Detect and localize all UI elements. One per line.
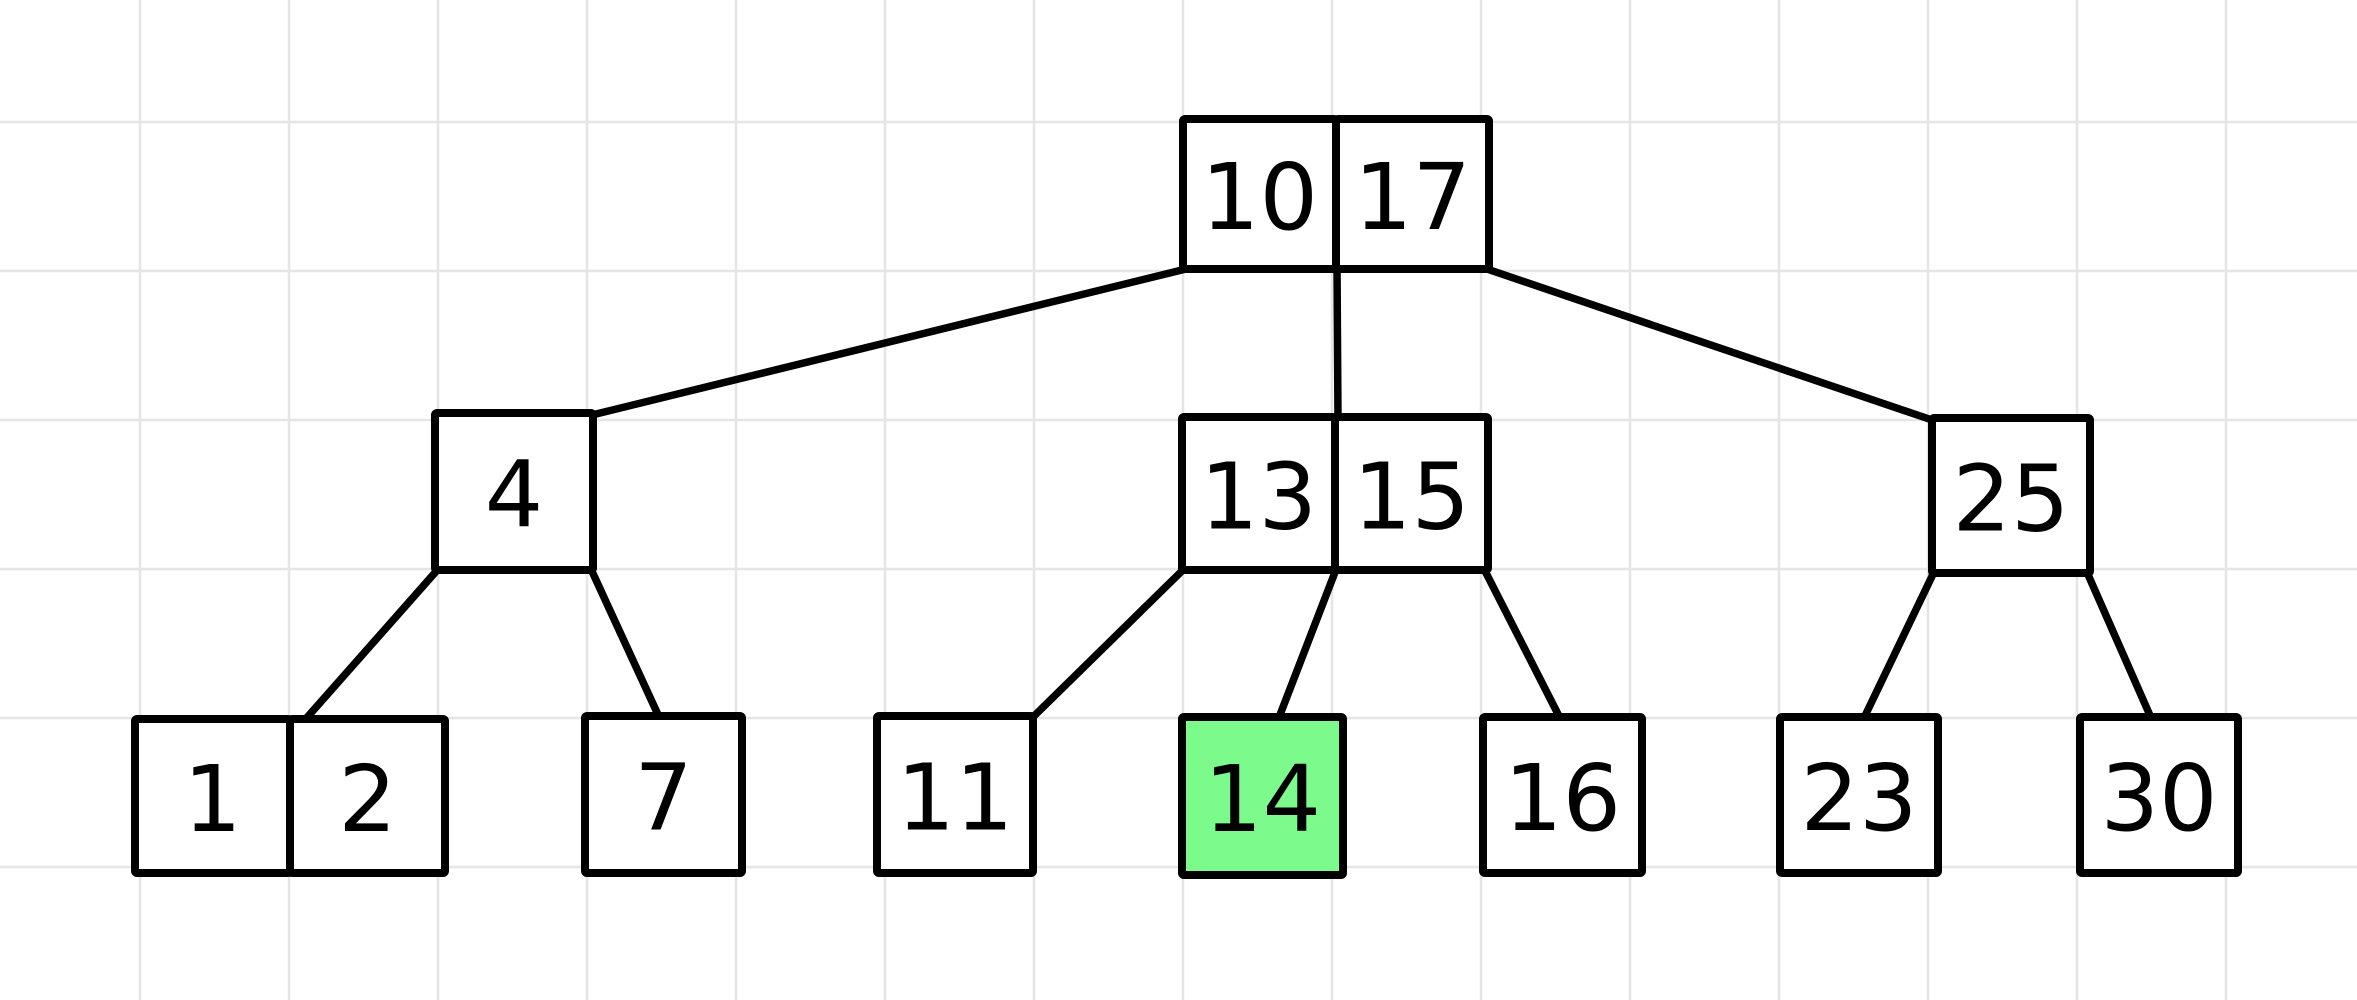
tree-node-cell-leaf-30-0[interactable]	[2076, 713, 2242, 877]
tree-node-cell-root-1[interactable]	[1332, 115, 1493, 273]
tree-node-node-4: 4	[431, 409, 597, 574]
tree-node-node-25: 25	[1928, 414, 2094, 577]
tree-edge-3	[299, 563, 444, 726]
tree-node-key: 16	[1504, 745, 1621, 852]
tree-node-leaf-14: 14	[1178, 713, 1347, 879]
tree-node-key: 17	[1354, 144, 1471, 251]
tree-node-cell-leaf-23-0[interactable]	[1776, 713, 1942, 877]
tree-node-leaf-16: 16	[1479, 713, 1646, 877]
tree-node-key: 25	[1952, 446, 2069, 553]
tree-node-key: 13	[1200, 444, 1317, 551]
tree-node-key: 1	[183, 746, 242, 853]
edge-layer	[299, 260, 2156, 726]
tree-edge-6	[1274, 563, 1341, 724]
tree-edge-0	[588, 264, 1194, 419]
tree-node-node-13-15: 13 15	[1178, 413, 1492, 574]
tree-edge-4	[586, 563, 664, 723]
tree-node-key: 14	[1204, 746, 1321, 853]
tree-edge-2	[1480, 264, 1939, 425]
tree-node-key: 10	[1201, 144, 1318, 251]
tree-edge-7	[1479, 563, 1565, 724]
tree-edge-9	[2082, 566, 2156, 724]
tree-edge-1	[1333, 260, 1342, 424]
tree-node-key: 15	[1353, 444, 1470, 551]
tree-node-key: 11	[896, 745, 1013, 852]
tree-node-cell-leaf-1-2-1[interactable]	[286, 715, 449, 877]
tree-node-leaf-23: 23	[1776, 713, 1942, 877]
tree-node-cell-leaf-11-0[interactable]	[873, 712, 1037, 877]
tree-node-leaf-11: 11	[873, 712, 1037, 877]
tree-node-key: 23	[1800, 745, 1917, 852]
tree-node-key: 4	[485, 442, 544, 549]
tree-node-cell-leaf-16-0[interactable]	[1479, 713, 1646, 877]
tree-node-key: 7	[634, 745, 693, 852]
tree-node-leaf-7: 7	[581, 712, 746, 877]
tree-node-cell-node-4-0[interactable]	[431, 409, 597, 574]
tree-node-cell-node-25-0[interactable]	[1928, 414, 2094, 577]
tree-node-key: 2	[338, 746, 397, 853]
tree-node-cell-node-13-15-1[interactable]	[1331, 413, 1492, 574]
tree-node-cell-leaf-7-0[interactable]	[581, 712, 746, 877]
tree-node-leaf-30: 30	[2076, 713, 2242, 877]
tree-node-key: 30	[2100, 745, 2217, 852]
tree-edge-5	[1027, 563, 1190, 723]
tree-node-cell-leaf-14-0[interactable]	[1178, 713, 1347, 879]
tree-node-root: 10 17	[1179, 115, 1493, 273]
tree-edge-8	[1859, 566, 1939, 724]
